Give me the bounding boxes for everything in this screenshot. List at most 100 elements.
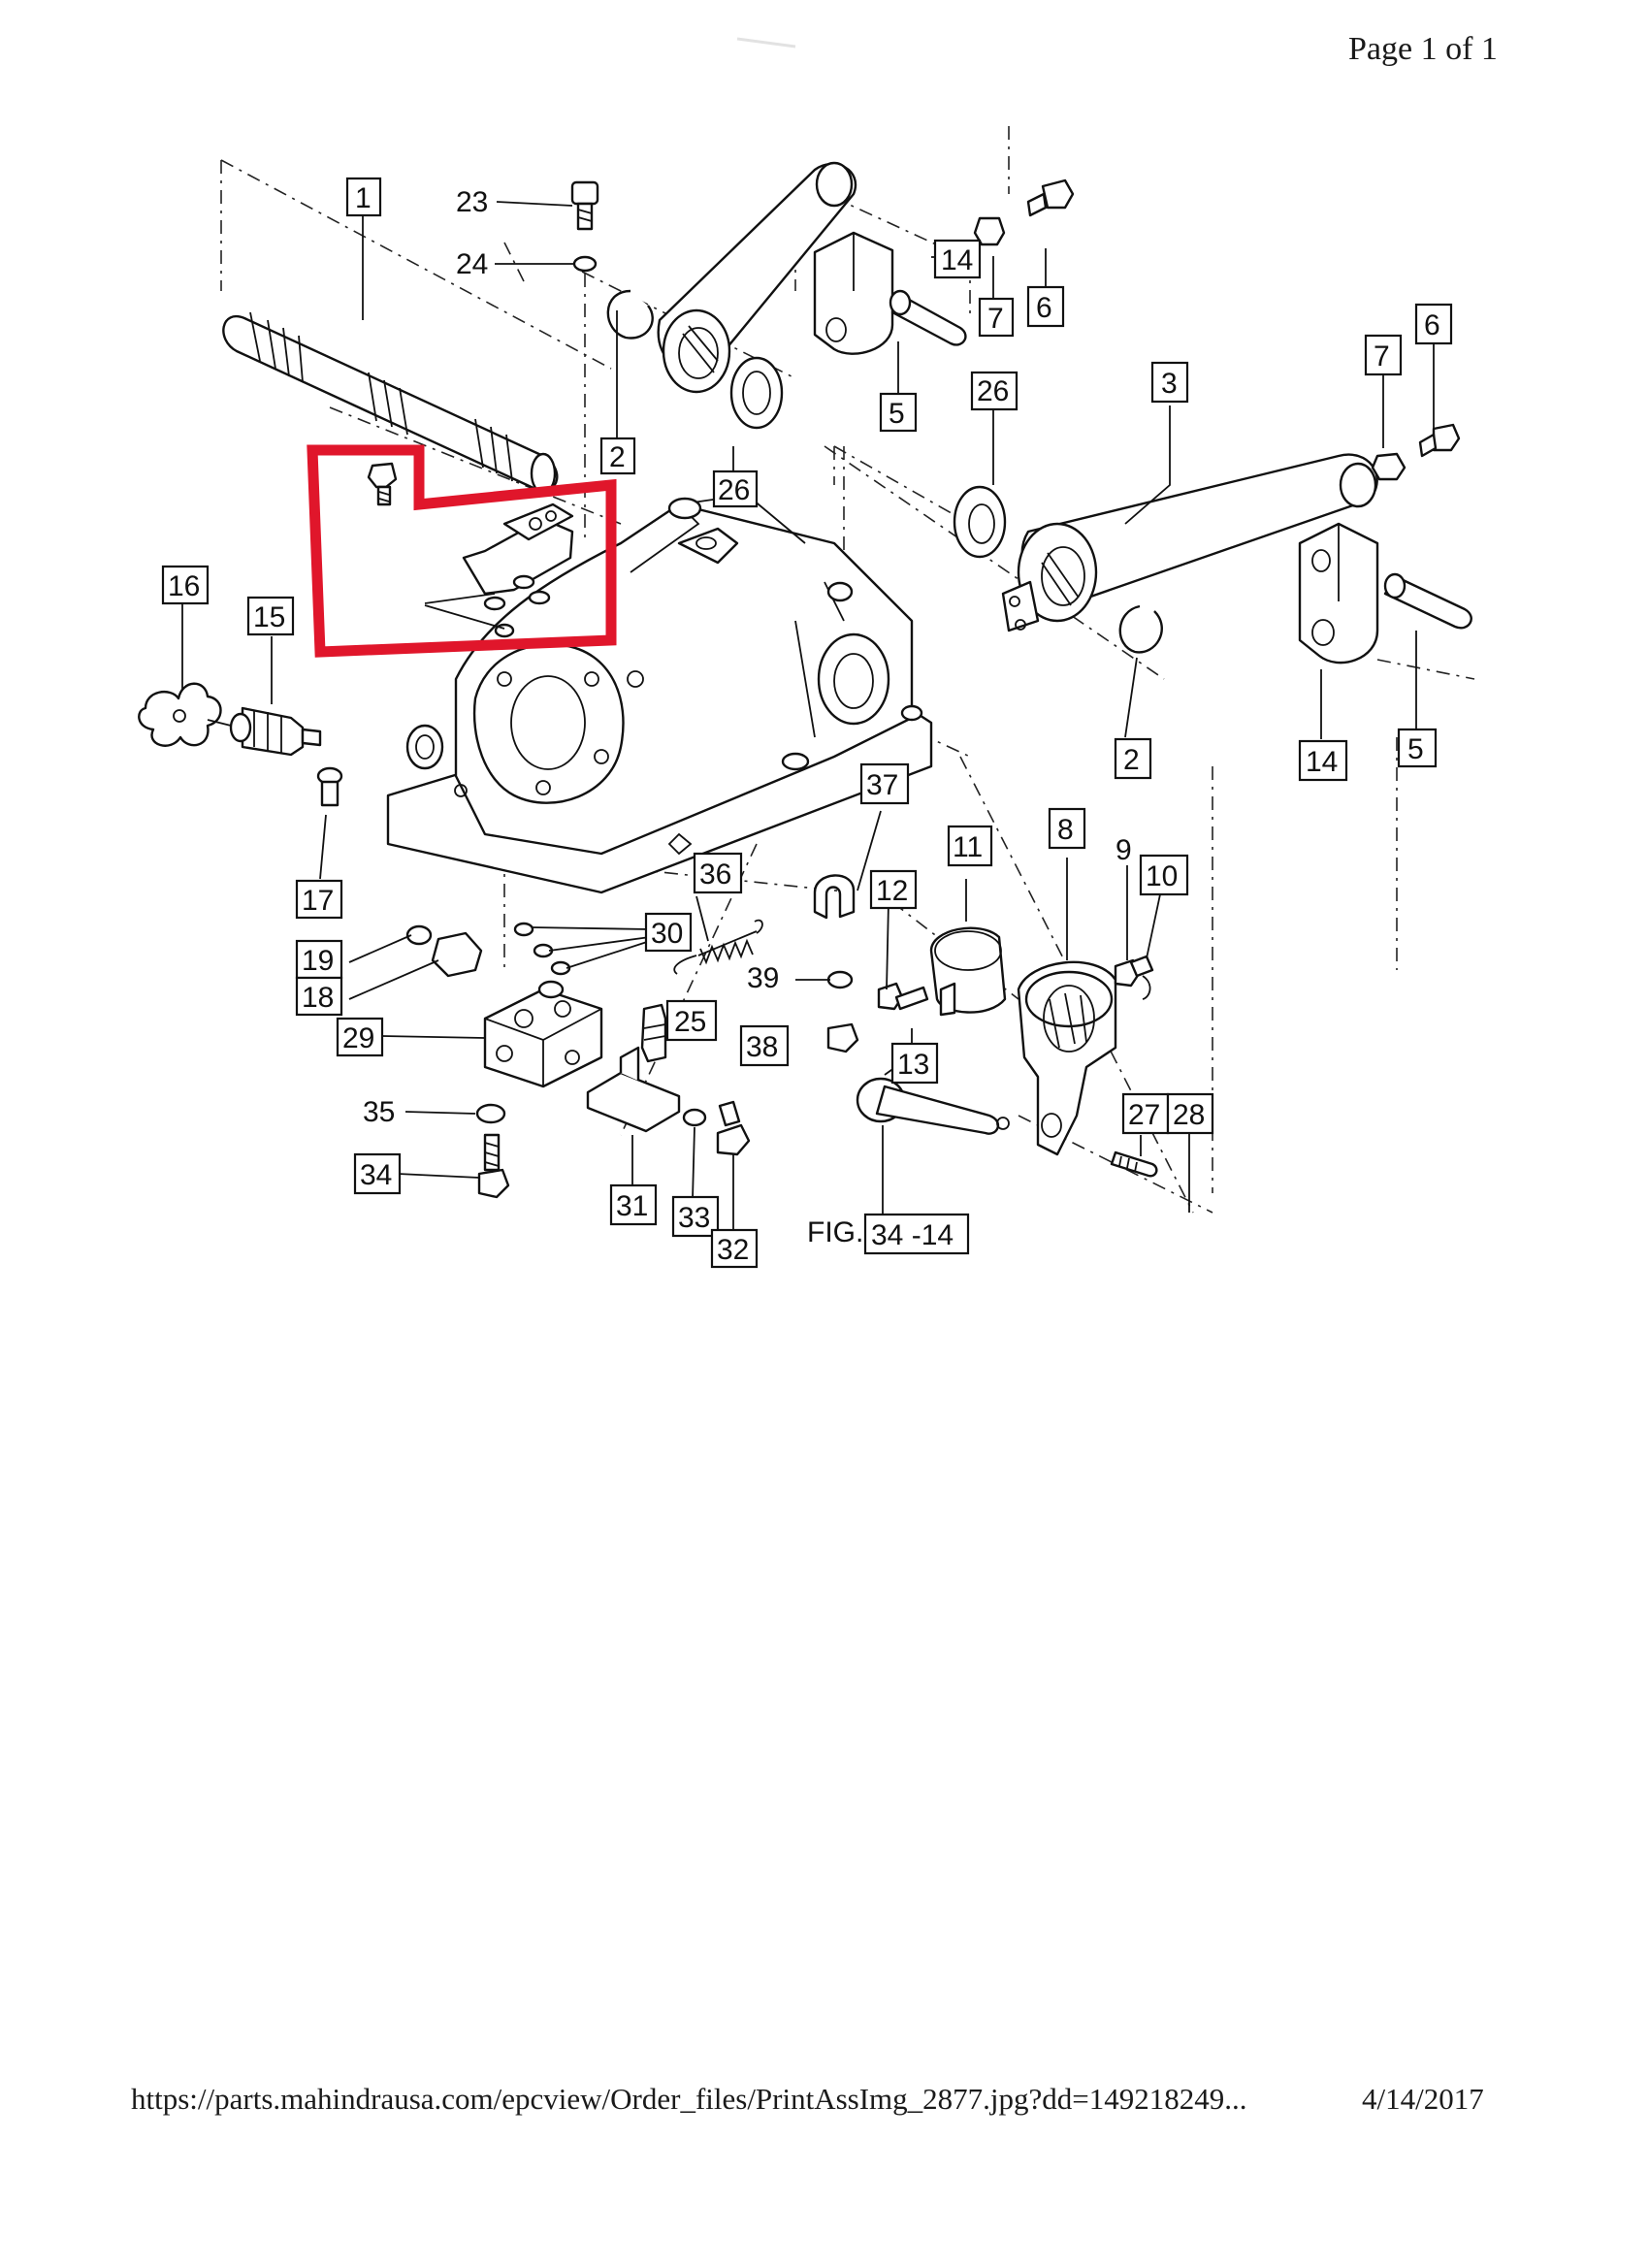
red-highlight-box xyxy=(307,444,617,658)
figure-number-box xyxy=(863,1213,970,1255)
callout-box-5b xyxy=(1397,728,1438,768)
callout-box-2a xyxy=(599,437,636,475)
fitting xyxy=(640,1003,667,1063)
highlighted-group xyxy=(367,462,574,638)
callout-6a: 6 xyxy=(1036,292,1052,324)
callout-box-14a xyxy=(933,239,982,279)
bolt-12 xyxy=(877,982,929,1011)
callout-box-31 xyxy=(609,1183,658,1226)
spring xyxy=(673,919,763,975)
oil-seal-upper xyxy=(729,356,784,430)
bolt-23 xyxy=(570,180,599,543)
callout-box-38 xyxy=(739,1024,790,1067)
callout-box-5a xyxy=(879,392,918,433)
callout-box-17 xyxy=(295,879,343,920)
callout-38: 38 xyxy=(746,1031,778,1063)
o-rings xyxy=(513,922,571,976)
callout-33: 33 xyxy=(678,1202,710,1234)
clamp xyxy=(813,874,856,920)
callout-box-6a xyxy=(1026,285,1065,328)
roll-pin xyxy=(1110,1150,1158,1178)
callout-box-13 xyxy=(890,1042,939,1085)
callout-2a: 2 xyxy=(609,441,626,473)
callout-box-2b xyxy=(1114,737,1152,780)
callout-39: 39 xyxy=(747,962,779,994)
callout-31: 31 xyxy=(616,1190,648,1222)
callout-box-15 xyxy=(246,596,295,636)
callout-29: 29 xyxy=(342,1022,374,1054)
callout-box-25 xyxy=(665,999,718,1042)
clevis-upper xyxy=(813,231,894,355)
callout-25: 25 xyxy=(674,1006,706,1038)
callout-13: 13 xyxy=(897,1049,929,1081)
callout-5a: 5 xyxy=(889,398,905,430)
snap-ring-upper xyxy=(606,289,654,340)
bolt-nut-upper xyxy=(973,178,1075,246)
callout-box-37 xyxy=(859,762,910,805)
callout-box-33 xyxy=(671,1195,720,1238)
callout-18: 18 xyxy=(302,982,334,1014)
callout-28: 28 xyxy=(1173,1099,1205,1131)
callout-30: 30 xyxy=(651,918,683,950)
callout-box-18 xyxy=(295,976,343,1017)
callout-17: 17 xyxy=(302,885,334,917)
figure-prefix: FIG. xyxy=(807,1216,863,1248)
bolt-9 xyxy=(1114,955,1154,1000)
source-url: https://parts.mahindrausa.com/epcview/Or… xyxy=(131,2082,1247,2116)
callout-24: 24 xyxy=(456,248,488,280)
callout-box-6b xyxy=(1414,303,1453,345)
callout-box-12 xyxy=(869,869,918,910)
pin-upper xyxy=(889,289,967,346)
callout-box-27 xyxy=(1121,1092,1170,1135)
plug xyxy=(405,924,483,978)
oil-seal-right xyxy=(953,485,1007,559)
callout-32: 32 xyxy=(717,1234,749,1266)
callout-box-34 xyxy=(353,1152,402,1195)
callout-box-36 xyxy=(693,852,743,894)
nut-38 xyxy=(826,970,859,1053)
bracket xyxy=(586,1046,681,1133)
callout-1: 1 xyxy=(355,182,372,214)
callout-6b: 6 xyxy=(1424,309,1440,341)
callout-7a: 7 xyxy=(987,303,1004,335)
screw-17 xyxy=(316,766,343,807)
pin-right xyxy=(1383,572,1472,630)
callout-26a: 26 xyxy=(718,474,750,506)
callout-box-26a xyxy=(712,470,759,508)
callout-3: 3 xyxy=(1161,368,1178,400)
valve-block xyxy=(483,980,603,1088)
callout-box-11 xyxy=(947,825,993,867)
callout-15: 15 xyxy=(253,601,285,633)
snap-ring-right xyxy=(1118,604,1163,654)
callout-9: 9 xyxy=(1116,834,1132,866)
page-indicator: Page 1 of 1 xyxy=(1348,31,1498,67)
callout-box-7b xyxy=(1364,334,1403,376)
callouts: 1 23 24 2 26 14 7 6 5 26 3 7 6 2 14 5 16 xyxy=(161,177,1453,1269)
parts-exploded-diagram: 1 23 24 2 26 14 7 6 5 26 3 7 6 2 14 5 16 xyxy=(138,37,1475,1269)
bolt-nut-right xyxy=(1371,423,1461,481)
callout-26b: 26 xyxy=(977,375,1009,407)
callout-box-26b xyxy=(970,371,1018,411)
callout-19: 19 xyxy=(302,945,334,977)
print-date: 4/14/2017 xyxy=(1362,2082,1484,2116)
callout-23: 23 xyxy=(456,186,488,218)
callout-box-28 xyxy=(1166,1092,1214,1135)
callout-12: 12 xyxy=(876,875,908,907)
lift-arm-left xyxy=(657,161,857,394)
callout-11: 11 xyxy=(953,831,983,863)
callout-10: 10 xyxy=(1146,860,1178,892)
bolt-34 xyxy=(475,1103,510,1199)
callout-box-10 xyxy=(1139,854,1189,896)
leader-lines xyxy=(181,201,1435,1230)
callout-27: 27 xyxy=(1128,1099,1160,1131)
callout-14a: 14 xyxy=(941,244,973,276)
callout-box-16 xyxy=(161,565,210,605)
callout-box-1 xyxy=(345,177,382,217)
pin-13 xyxy=(856,1077,1010,1135)
callout-14b: 14 xyxy=(1306,746,1338,778)
knob xyxy=(138,682,222,747)
callout-box-8 xyxy=(1048,807,1086,850)
callout-37: 37 xyxy=(866,769,898,801)
clevis-right xyxy=(1298,522,1379,664)
figure-number: 34 -14 xyxy=(871,1219,954,1251)
